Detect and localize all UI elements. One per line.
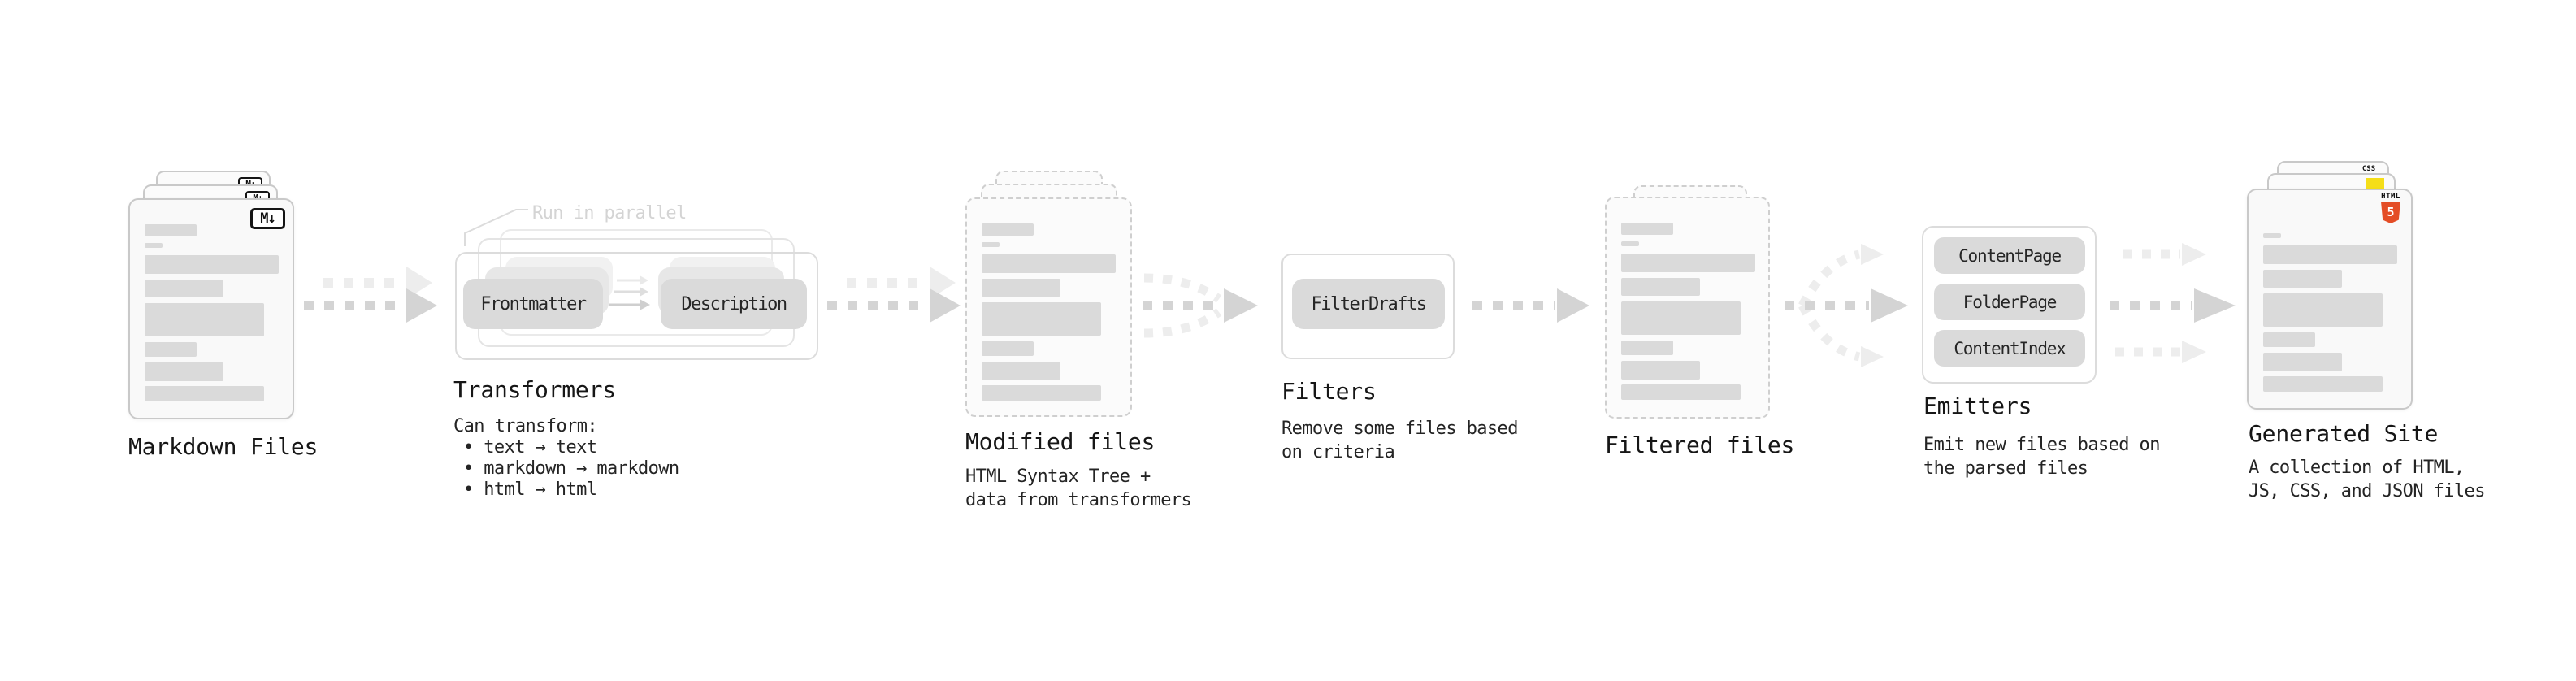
stage-label-filters: Filters [1281, 378, 1377, 405]
content-line [145, 255, 279, 274]
stage-label-markdown-files: Markdown Files [128, 433, 319, 460]
content-line [1621, 340, 1673, 355]
markdown-icon: M↓ [250, 208, 285, 229]
content-line [145, 303, 264, 336]
content-line [2263, 270, 2342, 288]
flow-arrow-filtered-to-emitters [1785, 244, 1908, 367]
filter-drafts-pill: FilterDrafts [1292, 279, 1445, 329]
transformer-description-pill: Description [661, 279, 807, 329]
transformers-description-heading: Can transform: [453, 416, 598, 436]
content-line [2263, 332, 2315, 347]
content-line [1621, 223, 1673, 235]
content-line [2263, 245, 2397, 264]
content-line [145, 342, 197, 357]
modified-file [965, 197, 1132, 417]
flow-arrow-markdown-to-transformers [304, 267, 437, 323]
content-line [1621, 301, 1741, 335]
content-line [982, 362, 1060, 380]
bullet-item: • text → text [463, 437, 597, 458]
emitters-description-line1: Emit new files based on [1923, 435, 2160, 455]
markdown-file: M↓ [128, 198, 294, 419]
annotation-connector-line [464, 209, 528, 246]
emitter-folder-page-pill: FolderPage [1934, 284, 2085, 320]
stage-label-emitters: Emitters [1923, 393, 2032, 419]
content-line [982, 279, 1060, 297]
css-icon-label: CSS [2361, 165, 2376, 173]
transformers-bullet-list: • text → text • markdown → markdown • ht… [463, 437, 679, 501]
content-line [1621, 241, 1639, 246]
generated-site-description-line2: JS, CSS, and JSON files [2249, 481, 2485, 501]
flow-arrow-modified-to-filters [1143, 273, 1258, 338]
flow-arrow-transformers-to-modified [827, 267, 961, 323]
content-line [2263, 353, 2342, 371]
emitter-content-index-pill: ContentIndex [1934, 330, 2085, 367]
content-line [2263, 376, 2383, 392]
content-line [982, 223, 1034, 236]
flow-arrow-filters-to-filtered [1472, 288, 1589, 323]
filters-description-line2: on criteria [1281, 442, 1395, 462]
content-line [1621, 384, 1741, 400]
content-line [1621, 278, 1700, 296]
stage-label-generated-site: Generated Site [2249, 420, 2439, 447]
content-line [1621, 361, 1700, 380]
emitter-content-page-pill: ContentPage [1934, 237, 2085, 274]
transformer-box [455, 252, 818, 360]
annotation-run-in-parallel: Run in parallel [532, 203, 687, 223]
content-line [982, 341, 1034, 356]
html5-icon-label: HTML [2381, 193, 2400, 201]
bullet-item: • markdown → markdown [463, 458, 679, 479]
emitters-box [1922, 226, 2097, 384]
content-line [145, 362, 223, 381]
filters-box [1281, 254, 1455, 359]
stage-label-transformers: Transformers [453, 376, 616, 403]
html5-icon: HTML 5 [2380, 193, 2401, 223]
emitters-description-line2: the parsed files [1923, 458, 2088, 479]
content-line [982, 385, 1101, 401]
content-line [145, 386, 264, 401]
content-line [982, 242, 1000, 247]
bullet-item: • html → html [463, 479, 597, 500]
generated-html-file: HTML 5 [2247, 189, 2413, 410]
html5-icon-shield: 5 [2381, 202, 2400, 223]
flow-arrow-emitters-to-generated [2110, 243, 2236, 363]
modified-files-description-line2: data from transformers [965, 490, 1192, 510]
transformer-frontmatter-pill: Frontmatter [463, 279, 603, 329]
content-line [2263, 233, 2281, 238]
parallel-arrows-icon [609, 275, 650, 310]
content-line [145, 280, 223, 297]
generated-site-description-line1: A collection of HTML, [2249, 458, 2465, 478]
js-file-icon [2366, 178, 2384, 189]
content-line [2263, 293, 2383, 327]
modified-files-description-line1: HTML Syntax Tree + [965, 466, 1151, 487]
stage-label-modified-files: Modified files [965, 428, 1156, 455]
content-line [982, 302, 1101, 336]
content-line [145, 243, 163, 248]
content-line [982, 254, 1116, 273]
filters-description-line1: Remove some files based [1281, 419, 1518, 439]
content-line [1621, 254, 1755, 272]
filtered-file [1605, 197, 1770, 419]
stage-label-filtered-files: Filtered files [1605, 432, 1795, 458]
content-line [145, 224, 197, 236]
